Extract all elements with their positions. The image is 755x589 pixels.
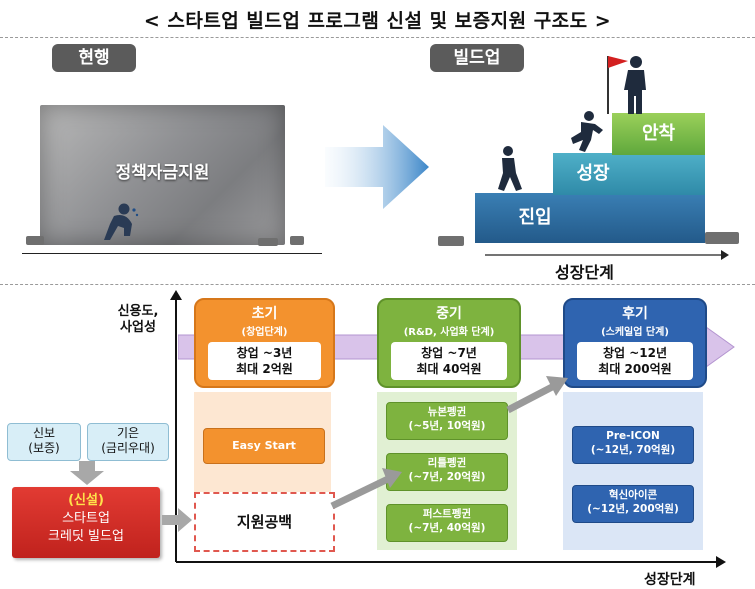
source-ibk: 기은 (금리우대): [87, 423, 169, 461]
easy-start-box: Easy Start: [203, 428, 325, 464]
stair-entry-label: 진입: [518, 207, 552, 228]
walking-person-icon: [498, 146, 522, 191]
crouching-person-icon: [104, 203, 139, 240]
section-divider: [0, 284, 755, 285]
flag-person-icon: [607, 56, 646, 114]
rubble: [26, 236, 44, 245]
stair-growth: 성장: [553, 153, 705, 195]
stage-late-title: 후기: [622, 306, 648, 322]
stage-late-detail: 창업 ~12년 최대 200억원: [577, 342, 693, 380]
stage-mid-title: 중기: [436, 306, 462, 322]
rubble: [438, 236, 464, 246]
transition-arrow-icon: [325, 125, 429, 209]
stair-settle-label: 안착: [641, 123, 676, 144]
stair-growth-label: 성장: [576, 163, 610, 184]
buildup-label: 빌드업: [430, 44, 524, 72]
growth-axis-label-top: 성장단계: [555, 263, 614, 282]
x-axis-label: 성장단계: [644, 572, 696, 588]
growth-axis-arrow-icon: [485, 250, 729, 260]
stage-mid-subtitle: (R&D, 사업화 단계): [403, 327, 495, 338]
stage-mid-detail: 창업 ~7년 최대 40억원: [391, 342, 507, 380]
stage-late: 후기 (스케일업 단계) 창업 ~12년 최대 200억원: [563, 298, 707, 388]
y-axis-label: 신용도, 사업성: [117, 304, 159, 335]
page-title: < 스타트업 빌드업 프로그램 신설 및 보증지원 구조도 >: [143, 10, 612, 32]
mid-program-first: 퍼스트펭귄 (~7년, 40억원): [386, 504, 508, 542]
climbing-person-icon: [571, 111, 603, 152]
source-shinbo: 신보 (보증): [7, 423, 81, 461]
stage-early-title: 초기: [251, 306, 278, 322]
stage-late-subtitle: (스케일업 단계): [601, 327, 669, 338]
stage-early-detail: 창업 ~3년 최대 2억원: [208, 342, 321, 380]
title-divider: [0, 37, 755, 38]
wall-text: 정책자금지원: [115, 163, 210, 183]
stage-early-subtitle: (창업단계): [241, 327, 288, 338]
rubble: [705, 232, 739, 244]
support-gap-box: 지원공백: [194, 492, 335, 552]
late-program-preicon: Pre-ICON (~12년, 70억원): [572, 426, 694, 464]
late-column: [563, 392, 703, 550]
mid-program-little: 리틀펭귄 (~7년, 20억원): [386, 453, 508, 491]
current-label: 현행: [52, 44, 136, 72]
new-credit-buildup-box: (신설) 스타트업 크레딧 빌드업: [12, 487, 160, 558]
stage-early: 초기 (창업단계) 창업 ~3년 최대 2억원: [194, 298, 335, 388]
progression-arrow-icon: [330, 376, 568, 510]
mid-program-newborn: 뉴본펭귄 (~5년, 10억원): [386, 402, 508, 440]
late-program-icon: 혁신아이콘 (~12년, 200억원): [572, 485, 694, 523]
current-baseline: [22, 253, 322, 254]
stair-entry: 진입: [475, 193, 705, 243]
concrete-wall: [40, 105, 285, 245]
rubble: [258, 238, 278, 246]
down-arrow-icon: [70, 461, 104, 485]
new-tag: (신설): [68, 493, 104, 508]
right-arrow-icon: [162, 508, 192, 532]
stage-mid: 중기 (R&D, 사업화 단계) 창업 ~7년 최대 40억원: [377, 298, 521, 388]
rubble: [290, 236, 304, 245]
stair-settle: 안착: [612, 113, 705, 155]
